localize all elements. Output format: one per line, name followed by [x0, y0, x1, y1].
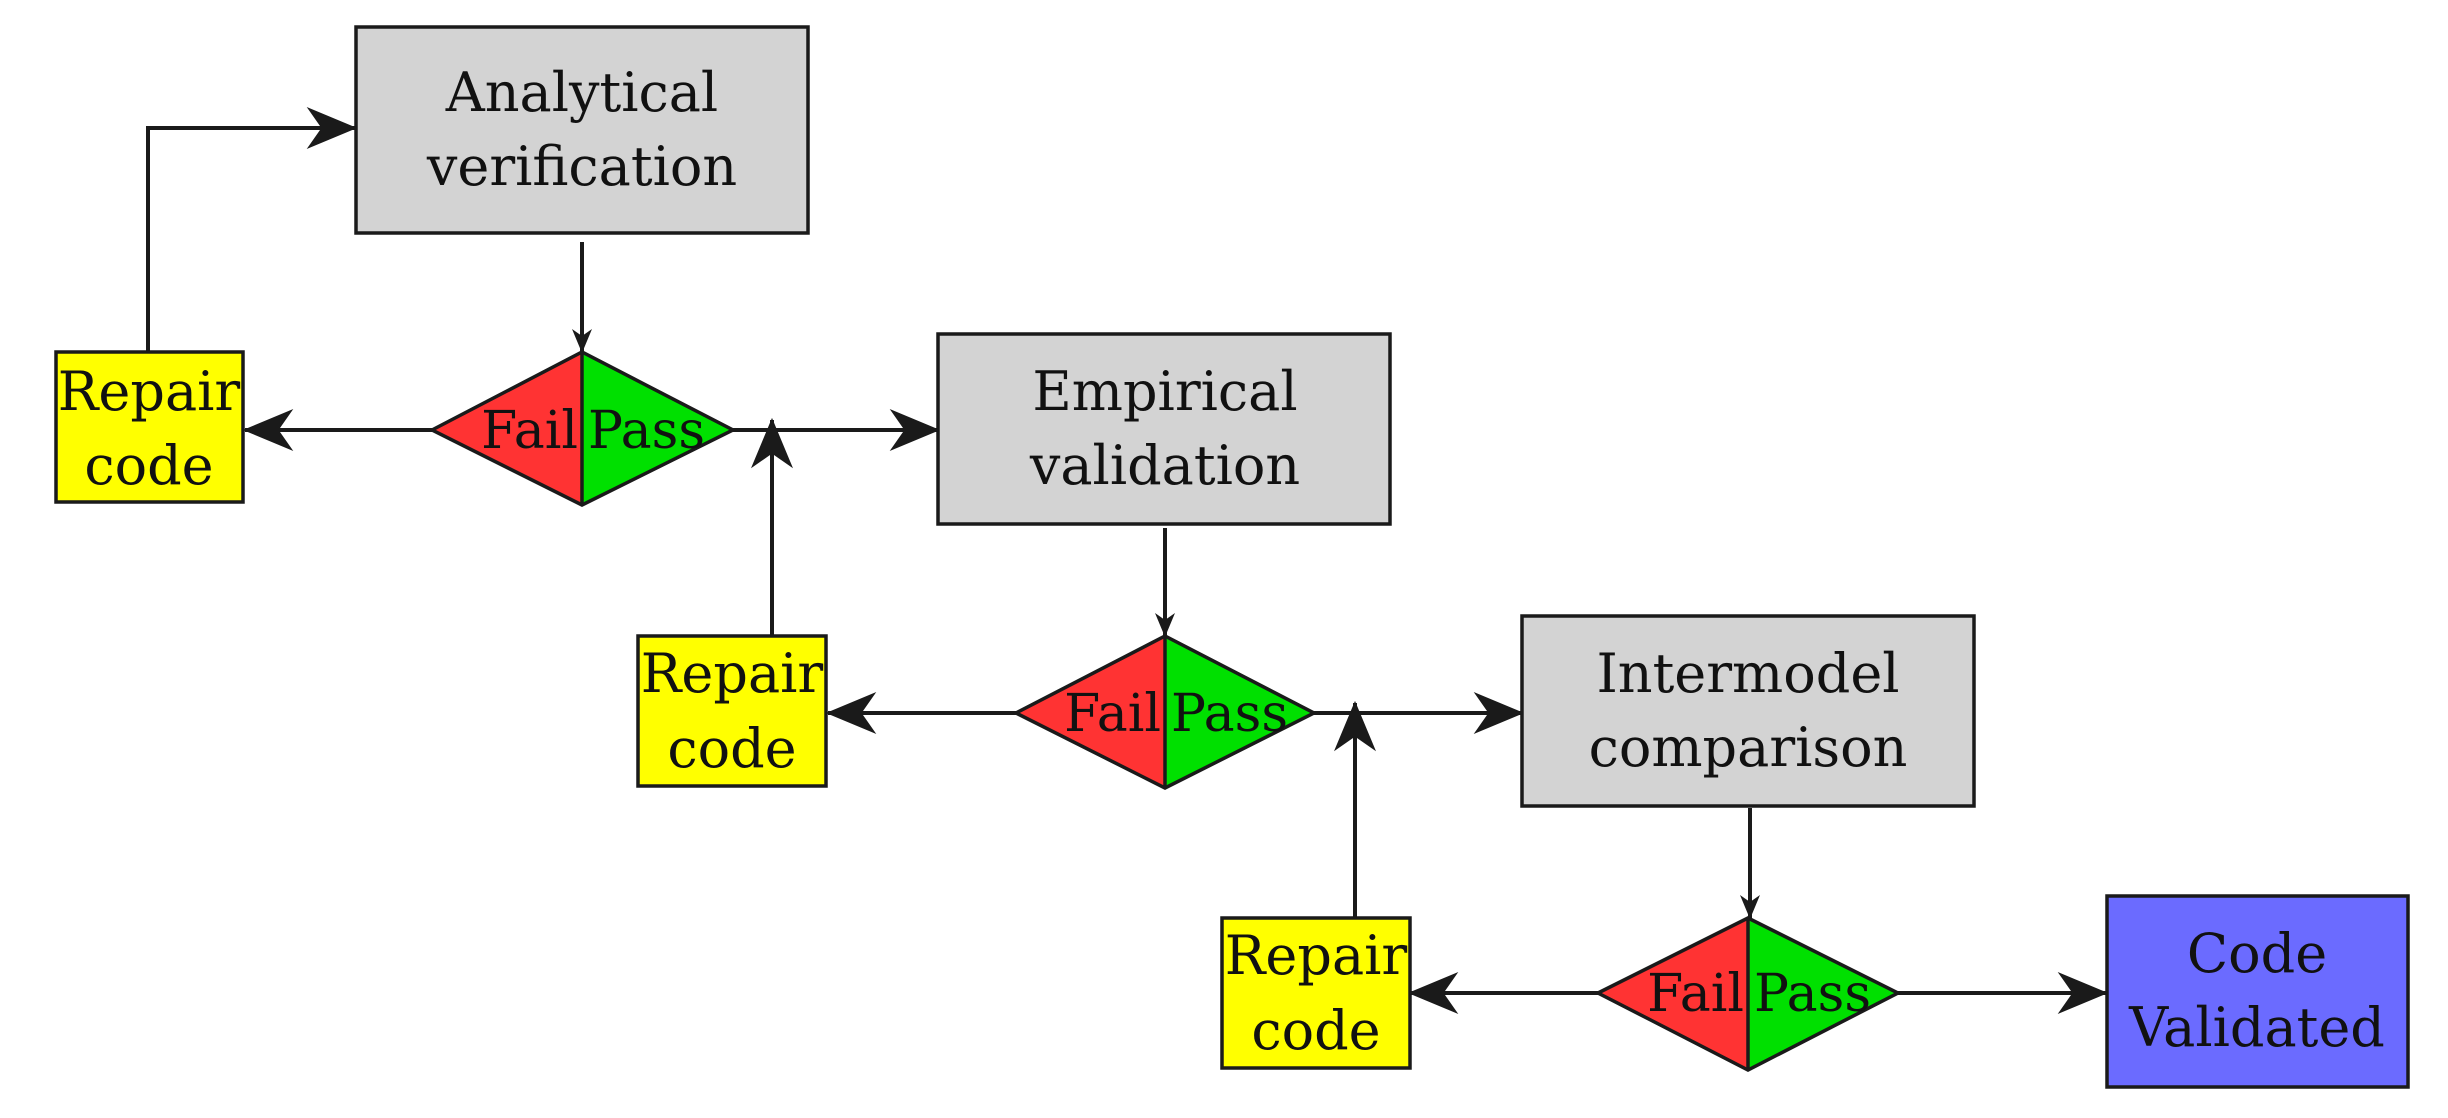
repair-code-1: Repair code [54, 350, 245, 504]
decision-fail-half [1598, 918, 1748, 1070]
process-analytical-verification: Analytical verification [354, 25, 810, 235]
decision-fail-label: Fail [1647, 964, 1744, 1024]
decision-fail-half [1016, 636, 1165, 788]
repair-label-line1: Repair [1225, 924, 1408, 987]
decision-fail-half [432, 352, 582, 505]
decision-outline [428, 350, 737, 507]
connectors [146, 107, 2109, 1014]
final-label-line2: Validated [2128, 996, 2385, 1059]
decision-3: Fail Pass [1594, 916, 1902, 1072]
process-label-line1: Intermodel [1596, 642, 1899, 705]
process-label-line2: validation [1029, 434, 1300, 497]
process-label-line2: verification [426, 135, 737, 198]
final-box [2105, 894, 2410, 1089]
code-validated: Code Validated [2105, 894, 2410, 1089]
decision-1: Fail Pass [428, 350, 737, 507]
decision-fail-label: Fail [1064, 684, 1161, 744]
final-label-line1: Code [2187, 922, 2327, 985]
process-label-line1: Analytical [445, 61, 718, 124]
decision-outline [1012, 634, 1318, 790]
process-box [936, 332, 1392, 526]
repair-box [54, 350, 245, 504]
arrow-repair-1-to-analytical [146, 107, 358, 352]
process-box [354, 25, 810, 235]
repair-label-line1: Repair [58, 360, 241, 423]
decision-pass-half [582, 352, 733, 505]
decision-pass-half [1165, 636, 1314, 788]
process-empirical-validation: Empirical validation [936, 332, 1392, 526]
repair-code-3: Repair code [1220, 916, 1412, 1070]
process-label-line1: Empirical [1032, 360, 1297, 423]
process-label-line2: comparison [1589, 716, 1908, 779]
repair-label-line2: code [84, 434, 213, 497]
repair-box [1220, 916, 1412, 1070]
repair-label-line2: code [667, 717, 796, 780]
repair-label-line2: code [1251, 999, 1380, 1062]
decision-pass-label: Pass [1171, 684, 1288, 744]
decision-fail-label: Fail [481, 401, 578, 461]
decision-2: Fail Pass [1012, 634, 1318, 790]
process-box [1520, 614, 1976, 808]
decision-pass-half [1748, 918, 1898, 1070]
repair-box [636, 634, 828, 788]
repair-code-2: Repair code [636, 634, 828, 788]
decision-pass-label: Pass [588, 401, 705, 461]
process-intermodel-comparison: Intermodel comparison [1520, 614, 1976, 808]
decision-pass-label: Pass [1754, 964, 1871, 1024]
decision-outline [1594, 916, 1902, 1072]
repair-label-line1: Repair [641, 642, 824, 705]
